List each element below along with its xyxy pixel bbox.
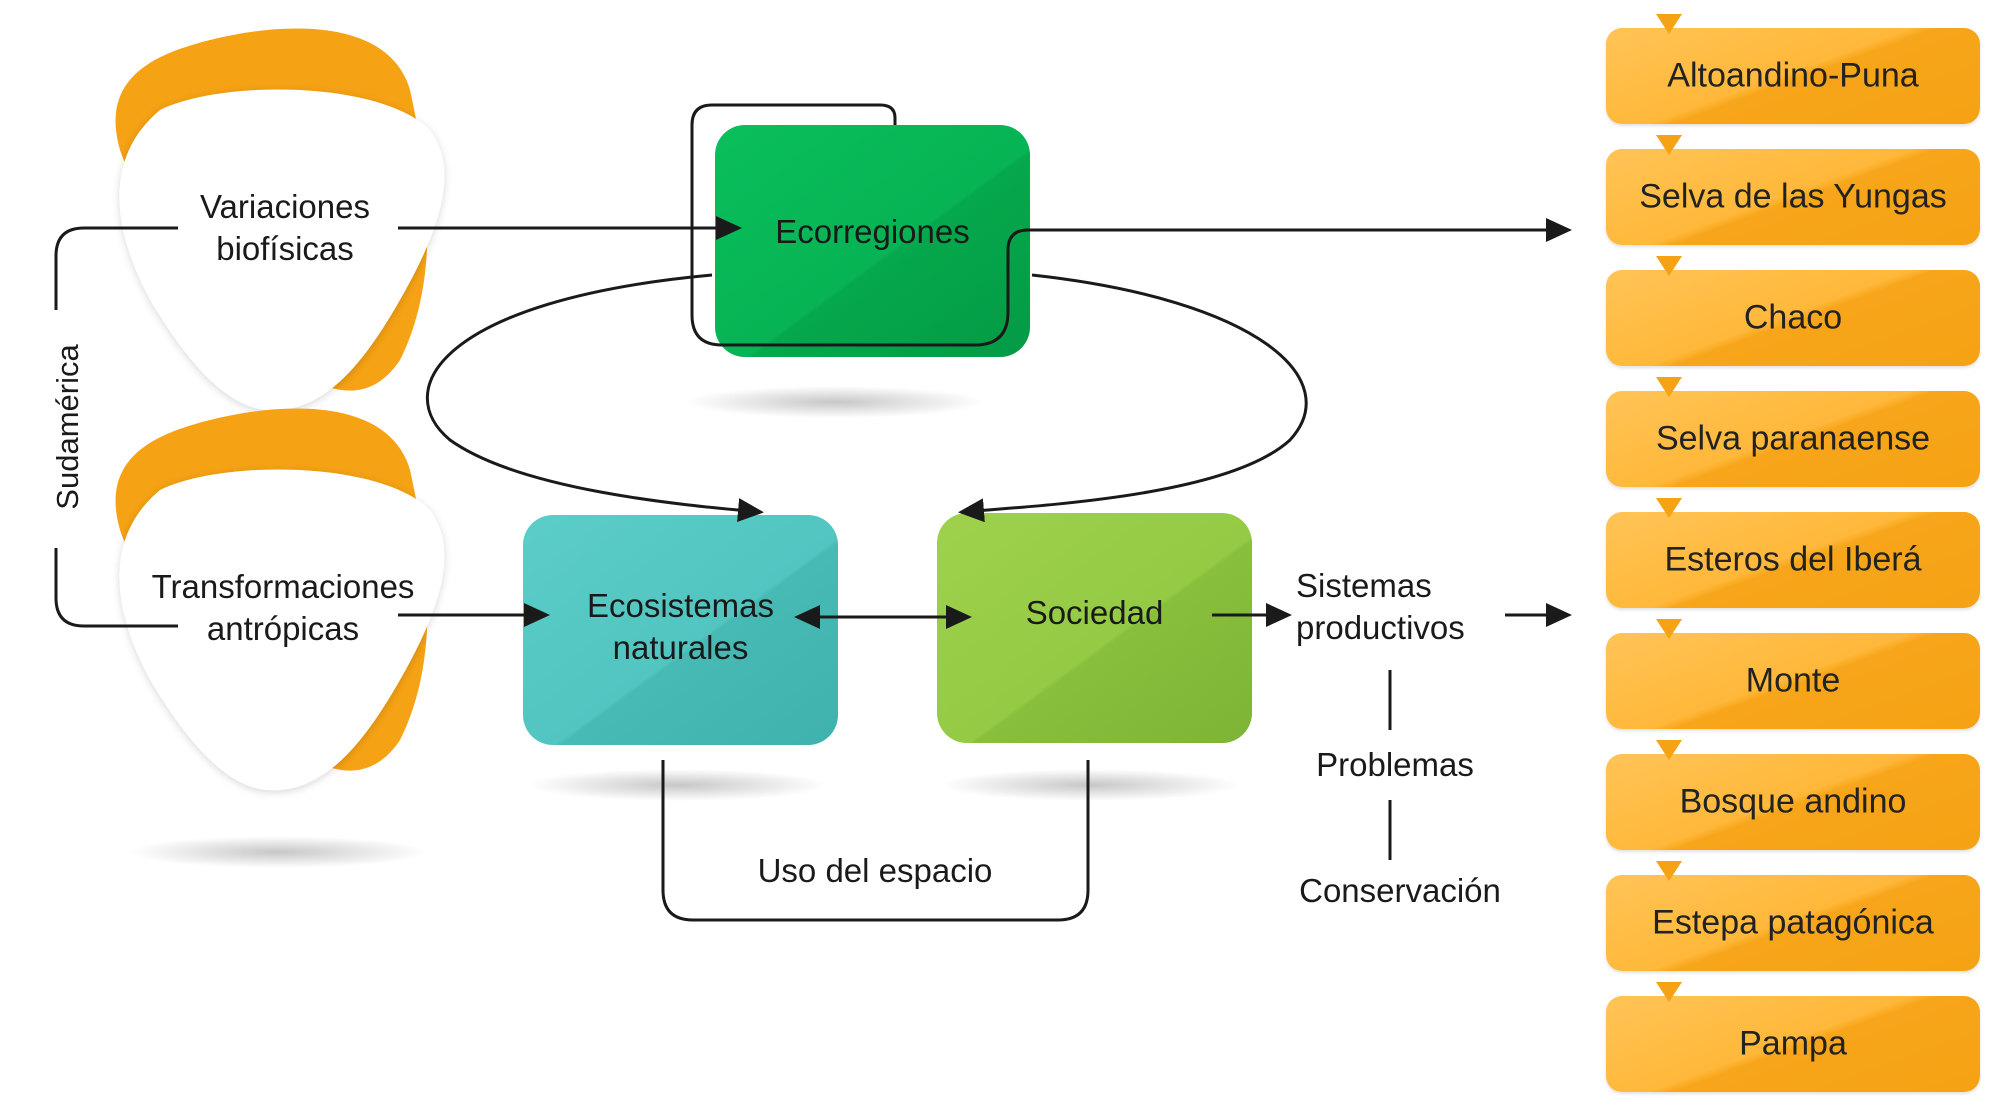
marker-icon (1656, 498, 1682, 518)
ecoregion-label: Chaco (1743, 298, 1843, 337)
problemas-label: Problemas (1316, 746, 1474, 783)
ecoregion-item: Pampa (1606, 982, 1980, 1092)
ecoregion-item: Selva paranaense (1606, 377, 1980, 487)
ecoregion-item: Bosque andino (1606, 740, 1980, 850)
ecoregion-label: Pampa (1739, 1024, 1847, 1063)
transformaciones-label: Transformaciones antrópicas (151, 568, 415, 647)
ecoregion-label: Esteros del Iberá (1664, 540, 1922, 579)
marker-icon (1656, 377, 1682, 397)
ecoregion-item: Chaco (1606, 256, 1980, 366)
ecoregion-item: Esteros del Iberá (1606, 498, 1980, 608)
sudamerica-label: Sudamérica (50, 344, 85, 510)
conservacion-label: Conservación (1299, 872, 1501, 909)
marker-icon (1656, 740, 1682, 760)
ecoregion-label: Altoandino-Puna (1667, 56, 1919, 95)
uso-del-espacio-bracket (661, 760, 1090, 922)
marker-icon (1656, 619, 1682, 639)
bracket-line (54, 226, 178, 310)
ecoregion-label: Monte (1745, 661, 1841, 700)
ecorregiones-box (715, 125, 1030, 357)
ecorregiones-outline (712, 103, 897, 125)
marker-icon (1656, 861, 1682, 881)
ecosistemas-box (523, 515, 838, 745)
ecoregion-item: Altoandino-Puna (1606, 14, 1980, 124)
ecosistemas-label: Ecosistemas naturales (586, 587, 775, 666)
ecoregion-item: Estepa patagónica (1606, 861, 1980, 971)
cycle-arc-left (425, 273, 764, 523)
ecoregion-item: Selva de las Yungas (1606, 135, 1980, 245)
sistemas-productivos-label: Sistemas productivos (1296, 567, 1465, 646)
shadow (685, 386, 985, 418)
variaciones-label: Variaciones biofísicas (200, 188, 370, 267)
ecorregiones-label: Ecorregiones (775, 213, 970, 250)
cycle-arc-right (958, 273, 1308, 523)
ecorregiones-outline (690, 103, 1029, 347)
ecoregion-label: Selva paranaense (1655, 419, 1931, 458)
shadow (528, 769, 828, 801)
sociedad-box (937, 513, 1252, 743)
shadow (940, 769, 1240, 801)
marker-icon (1656, 982, 1682, 1002)
ecoregion-label: Selva de las Yungas (1639, 177, 1947, 216)
ecoregion-label: Estepa patagónica (1652, 903, 1934, 942)
shadow (128, 836, 428, 868)
marker-icon (1656, 135, 1682, 155)
sociedad-label: Sociedad (1025, 594, 1164, 631)
uso-del-espacio-label: Uso del espacio (757, 852, 993, 889)
bracket-line (54, 548, 178, 628)
marker-icon (1656, 256, 1682, 276)
driver-shape-bottom (115, 408, 445, 791)
marker-icon (1656, 14, 1682, 34)
ecoregion-item: Monte (1606, 619, 1980, 729)
driver-shape-top (115, 28, 445, 411)
ecoregion-label: Bosque andino (1679, 782, 1907, 821)
